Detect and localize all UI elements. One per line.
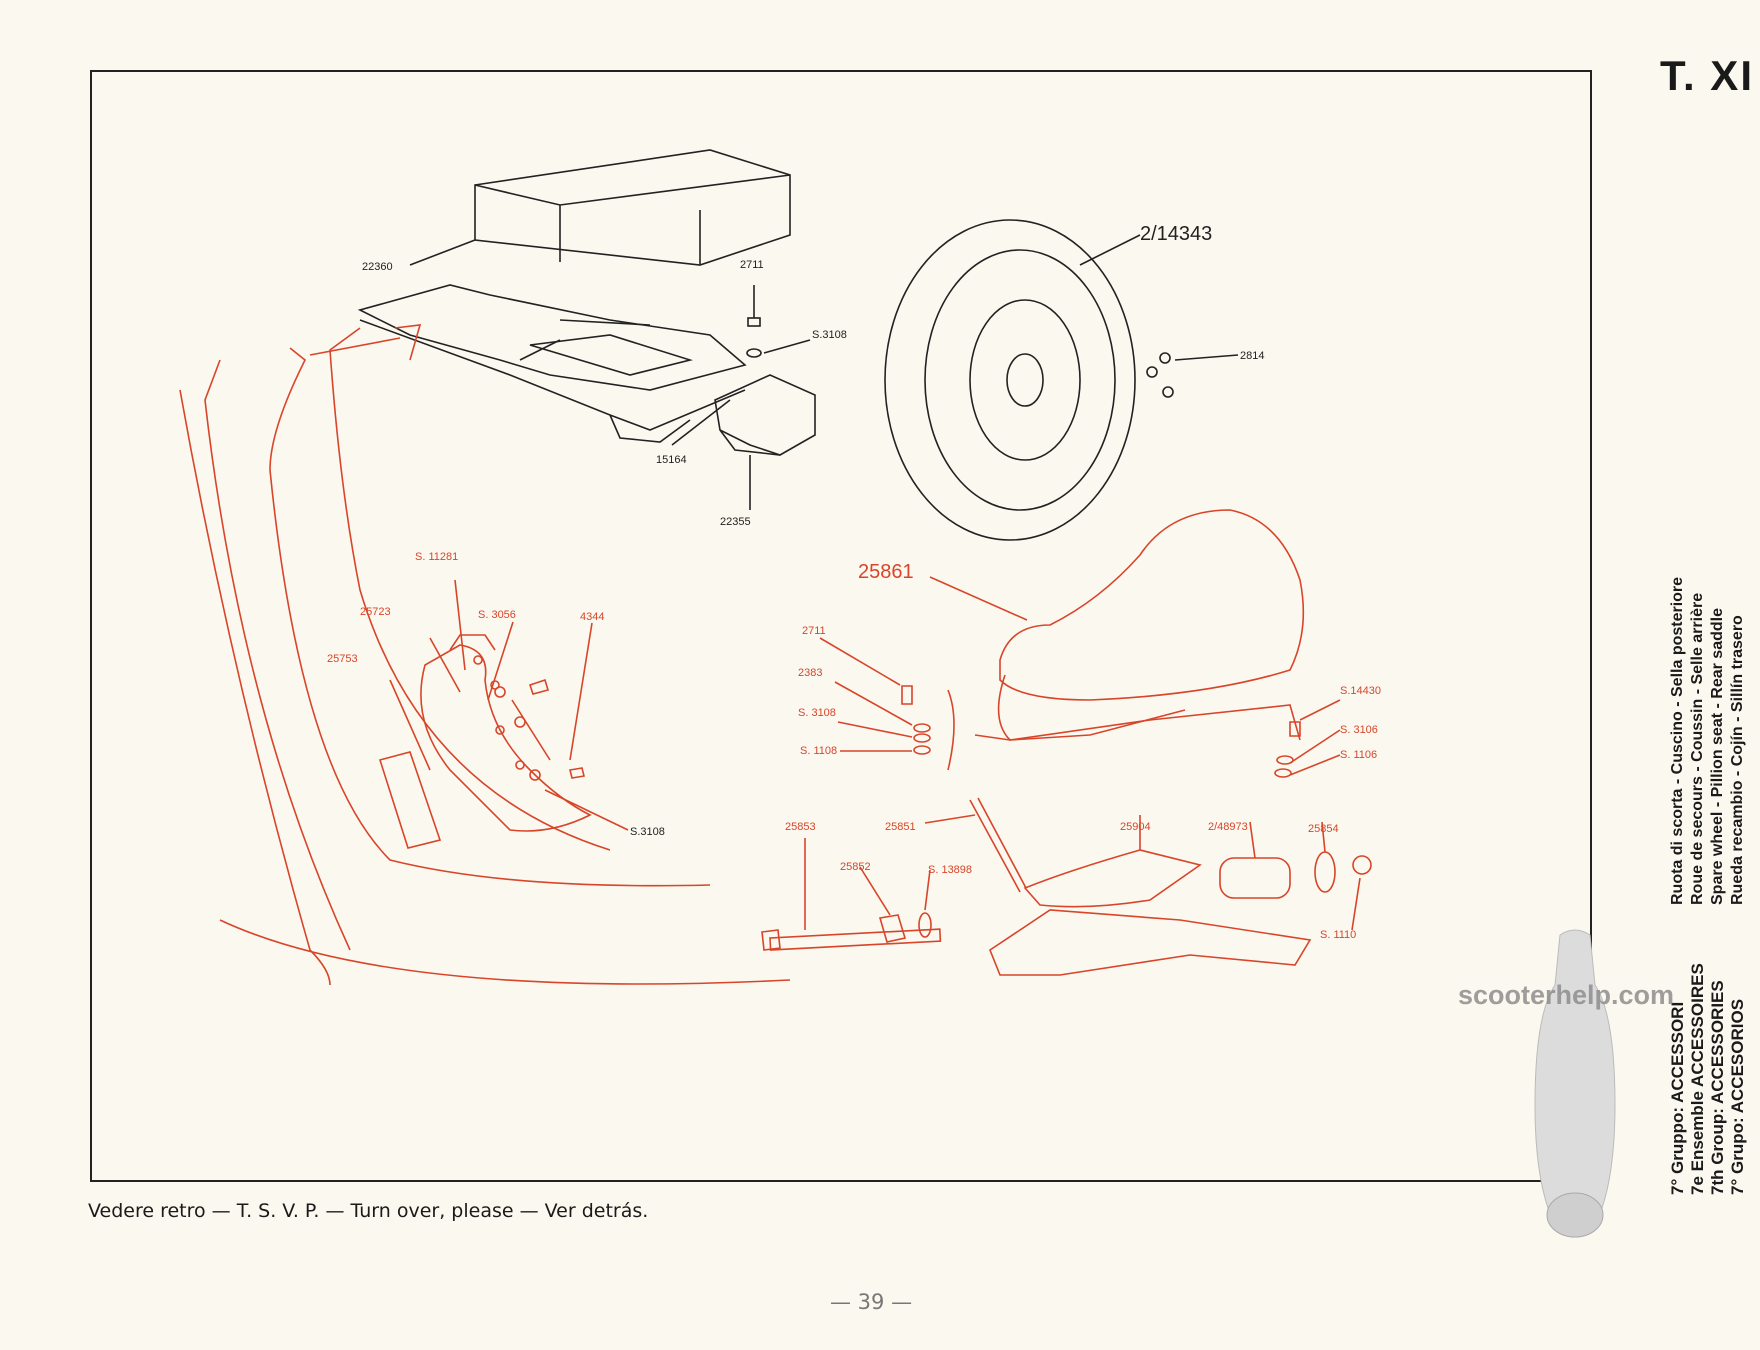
screw-washer-top	[746, 285, 811, 358]
label-screw-top: 2711	[740, 259, 764, 271]
wheel-nuts	[1146, 352, 1239, 398]
group-titles: 7° Gruppo: ACCESSORI 7e Ensemble ACCESSO…	[1668, 925, 1748, 1195]
label-bolt-25853: 25853	[785, 821, 816, 833]
page-number: — 39 —	[830, 1290, 913, 1314]
label-pin-25851: 25851	[885, 821, 916, 833]
spare-wheel-drawing	[884, 219, 1141, 541]
label-nut-s1106: S. 1106	[1340, 749, 1377, 761]
label-saddle: 25861	[858, 561, 914, 583]
side-description-it: Ruota di scorta - Cuscino - Sella poster…	[1669, 576, 1686, 905]
group-title-it: 7° Gruppo: ACCESSORI	[1668, 1001, 1687, 1195]
label-frame-25904: 25904	[1120, 821, 1151, 833]
label-washer-s3108-saddle: S. 3108	[798, 707, 836, 719]
body-outline-red	[179, 324, 791, 986]
label-plate-25753: 25753	[327, 653, 358, 665]
label-spacer-2383: 2383	[798, 667, 822, 679]
label-washer-s3108-left: S.3108	[630, 826, 665, 838]
diagram-frame	[90, 70, 1592, 1182]
side-description-fr: Roue de secours - Coussin - Selle arrièr…	[1689, 592, 1706, 905]
label-bolt-4344: 4344	[580, 611, 604, 623]
side-description-en: Spare wheel - Pillion seat - Rear saddle	[1709, 608, 1726, 905]
label-nut-s1110: S. 1110	[1320, 929, 1356, 941]
label-bracket-25723: 25723	[360, 606, 391, 618]
label-ring-25854: 25854	[1308, 823, 1339, 835]
group-title-fr: 7e Ensemble ACCESSOIRES	[1688, 963, 1707, 1195]
label-washer-top: S.3108	[812, 329, 847, 341]
label-washer-s3056: S. 3056	[478, 609, 516, 621]
group-title-es: 7° Grupo: ACCESORIOS	[1728, 998, 1747, 1195]
footer-note: Vedere retro — T. S. V. P. — Turn over, …	[88, 1200, 649, 1222]
label-wheel-nuts: 2814	[1240, 350, 1264, 362]
carrier-drawing	[357, 284, 747, 443]
label-wing-nut: 15164	[656, 454, 687, 466]
exploded-parts-diagram: 22360 15164 2711 S.3108 22355 2/14343	[90, 70, 1592, 1182]
label-spare-wheel: 2/14343	[1140, 223, 1212, 245]
scooter-logo-icon	[1534, 929, 1616, 1238]
label-washer-s13898: S. 13898	[928, 864, 972, 876]
saddle-drawing-red	[929, 509, 1305, 741]
label-screw-s14430: S.14430	[1340, 685, 1381, 697]
watermark: scooterhelp.com	[1458, 980, 1675, 1010]
label-block-25852: 25852	[840, 861, 871, 873]
label-screw-2711-saddle: 2711	[802, 625, 826, 637]
label-washer-s3106: S. 3106	[1340, 724, 1378, 736]
bracket-drawing	[714, 374, 816, 510]
label-bracket: 22355	[720, 516, 751, 528]
saddle-fasteners-red	[819, 637, 1341, 778]
label-spring-2-48973: 2/48973	[1208, 821, 1248, 833]
label-cushion: 22360	[362, 261, 393, 273]
group-title-en: 7th Group: ACCESSORIES	[1708, 980, 1727, 1195]
label-screw-s11281: S. 11281	[415, 551, 458, 563]
plate-code: T. XI	[1659, 52, 1754, 99]
side-description: Ruota di scorta - Cuscino - Sella poster…	[1668, 385, 1748, 905]
label-nut-s1108: S. 1108	[800, 745, 837, 757]
side-description-es: Rueda recambio - Cojín - Sillín trasero	[1729, 615, 1746, 905]
left-bracket-red	[378, 579, 629, 849]
saddle-frame-red	[761, 797, 1372, 976]
cushion-drawing	[409, 149, 791, 266]
